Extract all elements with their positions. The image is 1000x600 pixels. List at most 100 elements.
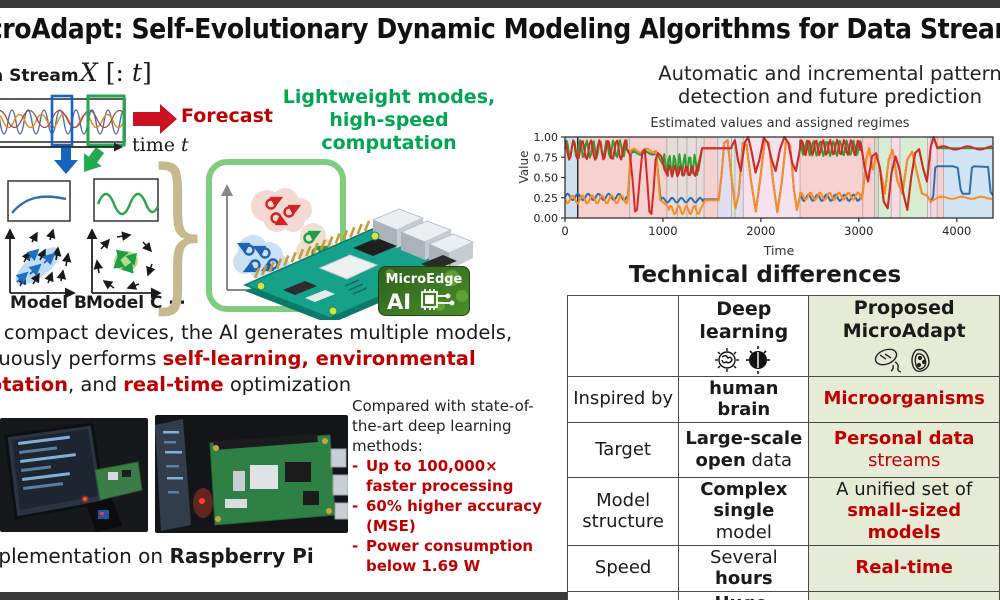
board-traces (344, 279, 368, 295)
data-stream-label: Data Stream (0, 66, 79, 86)
eth-port (334, 502, 348, 520)
forecast-arrow-icon (133, 104, 177, 134)
body-text-line3: adaptation, and real-time optimization (0, 373, 352, 396)
body-text-line1: On compact devices, the AI generates mul… (0, 321, 513, 344)
series-orange (564, 139, 992, 216)
red-model-markers (265, 196, 302, 226)
row-label: Target (566, 421, 680, 478)
curly-brace: } (146, 133, 211, 329)
row-label: Speed (566, 544, 680, 592)
screen-edge (155, 419, 191, 531)
model-curve-box-green (93, 178, 159, 222)
soc-chip (318, 254, 379, 280)
microorganism-icons (874, 348, 930, 373)
table-row: Speed Several hours Real-time (566, 544, 1000, 592)
brain-chip-icons (714, 345, 770, 374)
blue-window-box (50, 94, 74, 147)
small-part (305, 290, 335, 302)
comparison-note: Compared with state-of-the-art deep lear… (352, 396, 552, 576)
proposed-header: Proposed MicroAdapt (808, 295, 1000, 377)
screen-code-lines2 (163, 431, 183, 494)
proposed-cell: Real-time (808, 544, 1000, 592)
photo-caption: Implementation on Raspberry Pi (0, 544, 314, 568)
row-label: Resources (566, 590, 680, 600)
svg-text:0.25: 0.25 (534, 192, 559, 205)
dash-bullet-icon: - (352, 457, 359, 475)
svg-text:2000: 2000 (746, 224, 775, 238)
page-title: MicroAdapt: Self-Evolutionary Dynamic Mo… (0, 12, 1000, 45)
row-label: Model structure (566, 476, 680, 546)
proposed-cell: Lightweightedge devices (808, 590, 1000, 600)
svg-text:0.00: 0.00 (534, 212, 559, 225)
table-title: Technical differences (628, 262, 902, 288)
body-text-line2: continuously performs self-learning, env… (0, 347, 476, 370)
model-diagrams (4, 178, 162, 299)
usb-port-1 (330, 448, 347, 468)
svg-text:1.00: 1.00 (534, 131, 559, 144)
comparison-item: -Power consumption below 1.69 W (352, 537, 534, 575)
slide-top-border (0, 0, 1000, 8)
soc-photo (250, 465, 278, 489)
technical-differences-table: Deep learning (566, 295, 1000, 600)
green-window-box (86, 94, 126, 147)
gpio-header (213, 434, 318, 450)
gpio-pins (253, 220, 371, 279)
table-row: Inspired by human brain Microorganisms (566, 375, 1000, 423)
proposed-cell: Microorganisms (808, 375, 1000, 423)
chip-icon (421, 289, 455, 310)
comparison-item: -60% higher accuracy (MSE) (352, 497, 542, 535)
screen-code-lines (18, 435, 76, 490)
comparison-intro: Compared with state-of-the-art deep lear… (352, 397, 534, 455)
stream-waves (0, 109, 125, 135)
table-row: Resources Huge, Powerfulmachines, GPUs L… (566, 590, 1000, 600)
green-down-arrow-icon (84, 147, 105, 172)
dash-bullet-icon: - (352, 537, 359, 555)
microedge-ai-badge: MicroEdge AI (378, 266, 470, 316)
x-axis-label: Time (763, 243, 795, 258)
svg-text:0.75: 0.75 (534, 151, 559, 164)
table-header-row: Deep learning (566, 295, 1000, 377)
deep-cell: Several hours (678, 544, 810, 592)
series-red (564, 136, 993, 215)
comparison-item: -Up to 100,000× faster processing (352, 457, 514, 495)
deep-cell: human brain (678, 375, 810, 423)
small-chip (283, 281, 317, 295)
black-chip (353, 238, 397, 256)
slide-bottom-border (0, 592, 1000, 600)
red-led (83, 497, 87, 501)
red-led-2 (199, 498, 205, 504)
model-curve-box-blue (7, 180, 71, 222)
regime-line-chart: 0.00 0.25 0.50 0.75 1.00 0 1000 2000 3000 4000 (534, 131, 994, 238)
svg-text:1000: 1000 (648, 224, 677, 238)
svg-text:3000: 3000 (844, 224, 873, 238)
corner-screws (213, 438, 332, 522)
badge-line1: MicroEdge (386, 272, 463, 287)
empty-header-cell (566, 295, 680, 377)
blue-down-arrow-icon (54, 148, 78, 174)
badge-line2: AI (387, 290, 411, 314)
svg-text:4000: 4000 (942, 224, 971, 238)
model-c-label: Model C ⋯ (86, 293, 186, 313)
row-label: Inspired by (566, 375, 680, 423)
series-blue (564, 139, 994, 214)
usb-port-2 (332, 474, 348, 496)
photo-raspberry-pi-closeup (155, 415, 348, 533)
chart-title: Estimated values and assigned regimes (650, 116, 910, 131)
photo-raspberry-pi-setup (0, 418, 148, 532)
stream-plot-box (0, 98, 126, 143)
svg-text:0: 0 (561, 224, 568, 238)
model-b-label: Model B (10, 293, 87, 313)
svg-text:0.50: 0.50 (534, 172, 559, 185)
deep-cell: Huge, Powerfulmachines, GPUs (678, 590, 810, 600)
model-c-vector-field (86, 228, 162, 299)
raspberry-pi-illustration (243, 208, 475, 320)
time-axis-arrowhead (114, 142, 123, 152)
